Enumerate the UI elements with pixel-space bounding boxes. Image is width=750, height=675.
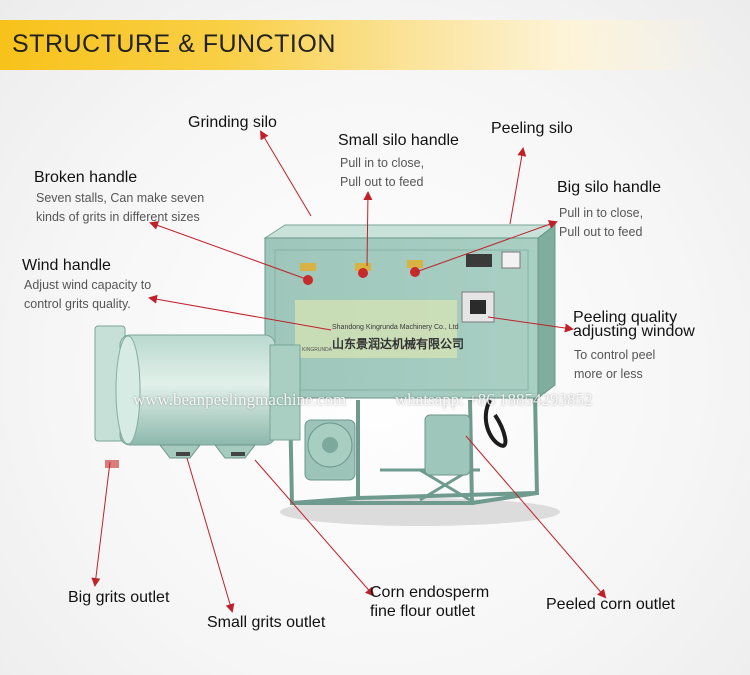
machine-frame: [288, 394, 539, 506]
watermark-website: www.beanpeelingmachine.com: [133, 390, 347, 409]
motor-fan: [304, 414, 471, 481]
power-cable: [483, 399, 508, 448]
title-banner: [0, 20, 750, 70]
label-broken-handle: Broken handle: [34, 169, 138, 186]
arrow-peeling-quality: [487, 316, 574, 333]
desc-peeling-quality-2: more or less: [574, 367, 643, 381]
arrow-corn-endosperm: [254, 459, 375, 597]
arrow-small-silo: [363, 191, 373, 267]
page-title: STRUCTURE & FUNCTION: [12, 30, 336, 58]
arrow-big-grits: [91, 461, 111, 587]
desc-small-silo-1: Pull in to close,: [340, 156, 425, 170]
label-peeled-corn-outlet: Peeled corn outlet: [546, 596, 675, 613]
desc-small-silo-2: Pull out to feed: [340, 175, 424, 189]
desc-wind-1: Adjust wind capacity to: [24, 278, 152, 292]
watermark-whatsapp: whatsapp: +86 18854293852: [395, 390, 593, 409]
desc-big-silo-2: Pull out to feed: [559, 225, 643, 239]
brand-short: KINGRUNDA: [302, 347, 333, 353]
arrow-big-silo: [415, 220, 558, 273]
arrow-peeling-silo: [509, 147, 527, 225]
digital-meter: [466, 254, 492, 267]
desc-wind-2: control grits quality.: [24, 297, 131, 311]
desc-peeling-quality-1: To control peel: [574, 348, 656, 362]
label-corn-endosperm-1: Corn endosperm: [370, 584, 490, 601]
handle-knobs: [300, 260, 423, 285]
ammeter: [501, 251, 521, 269]
desc-broken-1: Seven stalls, Can make seven: [36, 191, 205, 205]
control-cabinet: [263, 223, 557, 400]
label-peeling-silo: Peeling silo: [491, 120, 573, 137]
label-corn-endosperm-2: fine flour outlet: [370, 603, 475, 620]
label-peeling-quality-2: adjusting window: [573, 323, 695, 340]
label-grinding-silo: Grinding silo: [188, 114, 277, 131]
desc-big-silo-1: Pull in to close,: [559, 206, 644, 220]
arrow-wind-handle: [148, 294, 332, 331]
label-small-grits-outlet: Small grits outlet: [207, 614, 326, 631]
arrow-peeled-corn: [465, 435, 607, 599]
brand-english: Shandong Kingrunda Machinery Co., Ltd: [332, 324, 459, 331]
leader-lines: [91, 130, 607, 613]
label-peeling-quality-1: Peeling quality: [573, 309, 678, 326]
label-small-silo-handle: Small silo handle: [338, 132, 459, 149]
label-big-silo-handle: Big silo handle: [557, 179, 662, 196]
label-big-grits-outlet: Big grits outlet: [68, 589, 170, 606]
desc-broken-2: kinds of grits in different sizes: [36, 210, 200, 224]
grinding-cylinder: [94, 325, 301, 468]
arrow-grinding-silo: [259, 130, 312, 217]
arrow-small-grits: [186, 457, 235, 613]
brand-chinese: 山东景润达机械有限公司: [332, 337, 465, 351]
label-wind-handle: Wind handle: [22, 257, 111, 274]
arrow-broken-handle: [149, 221, 307, 280]
